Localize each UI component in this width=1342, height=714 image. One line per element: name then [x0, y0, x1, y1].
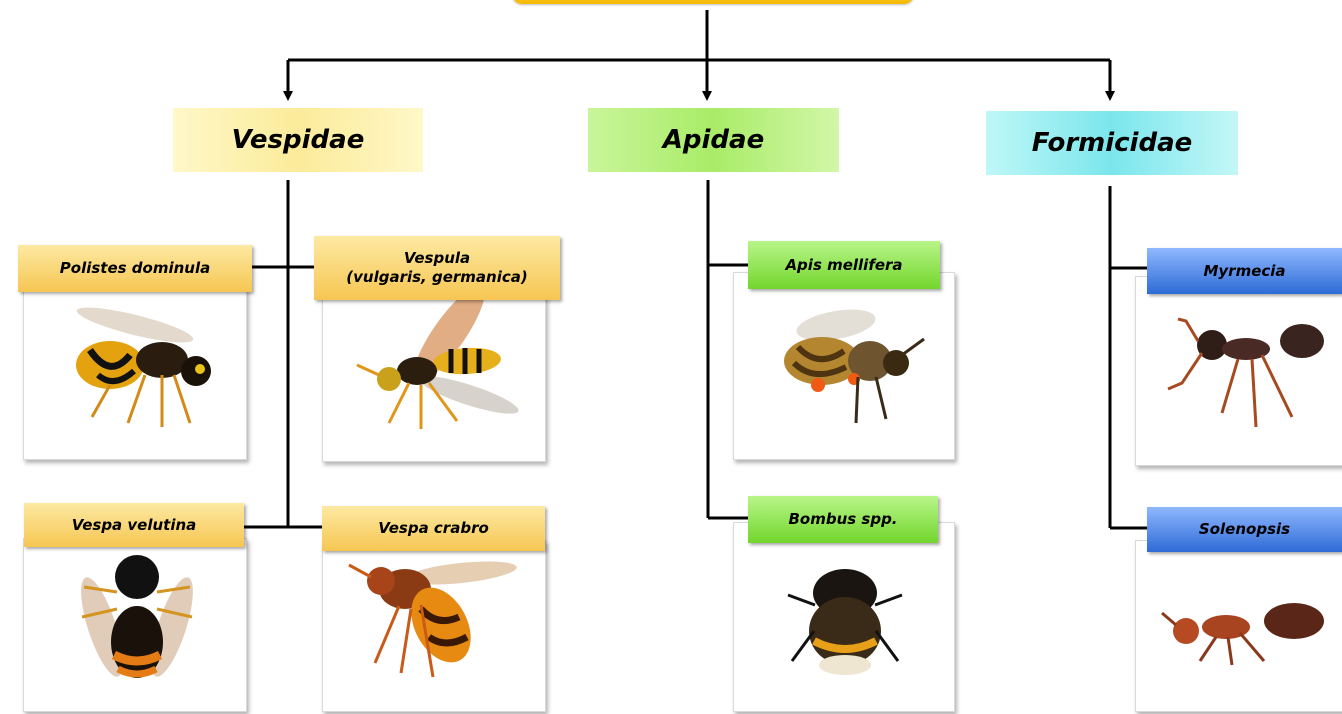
- label-solenopsis: Solenopsis: [1147, 507, 1342, 552]
- label-vespula: Vespula (vulgaris, germanica): [314, 236, 560, 300]
- card-apis: [733, 272, 955, 460]
- family-formicidae: Formicidae: [986, 111, 1238, 175]
- hornet-icon: [341, 551, 521, 681]
- label-myrmecia: Myrmecia: [1147, 248, 1342, 294]
- card-bombus: [733, 522, 955, 712]
- label-bombus: Bombus spp.: [748, 496, 938, 543]
- hornet-icon: [62, 547, 212, 687]
- label-vespula-genus: Vespula: [404, 249, 470, 268]
- card-vespa-velutina: [23, 538, 247, 712]
- card-solenopsis: [1135, 540, 1342, 712]
- card-myrmecia: [1135, 276, 1342, 466]
- card-polistes: [23, 280, 247, 460]
- label-apis: Apis mellifera: [748, 241, 940, 289]
- family-apidae: Apidae: [588, 108, 839, 172]
- card-vespa-crabro: [322, 540, 546, 712]
- wasp-icon: [50, 305, 220, 435]
- label-vespa-velutina: Vespa velutina: [24, 503, 244, 547]
- ant-icon: [1156, 303, 1336, 443]
- card-vespula: [322, 280, 546, 462]
- honeybee-icon: [758, 299, 928, 439]
- label-vespa-crabro: Vespa crabro: [322, 506, 545, 551]
- label-vespula-species: (vulgaris, germanica): [346, 268, 527, 287]
- root-box: [512, 0, 914, 4]
- ant-icon: [1156, 591, 1336, 671]
- family-vespidae: Vespidae: [173, 108, 423, 172]
- bumblebee-icon: [770, 561, 920, 681]
- label-polistes: Polistes dominula: [18, 245, 252, 292]
- wasp-icon: [349, 299, 519, 439]
